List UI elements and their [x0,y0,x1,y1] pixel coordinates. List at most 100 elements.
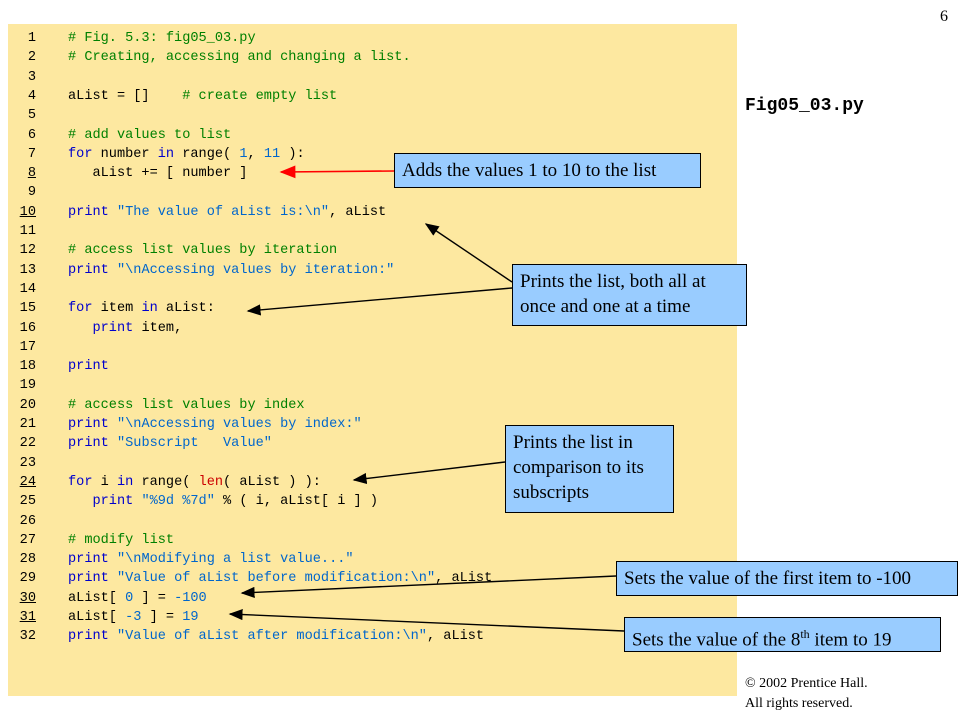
code-token: aList = [] [68,88,183,104]
code-token: print [68,571,109,587]
code-line: 27 # modify list [8,531,737,550]
code-text: aList = [] # create empty list [68,87,337,106]
code-text: aList += [ number ] [68,164,247,183]
code-line: 1# Fig. 5.3: fig05_03.py [8,29,737,48]
code-token: ( aList ) ): [223,474,321,490]
line-number: 22 [19,436,36,452]
code-token: "Value of aList before modification:\n" [116,571,436,587]
code-token: in [141,301,158,317]
line-number: 32 [19,629,36,645]
code-token: in [116,474,134,490]
code-token: item [92,301,142,317]
code-token: 1 [239,146,248,162]
code-line: 3 [8,68,737,87]
line-number: 16 [19,320,36,336]
code-text: print "The value of aList is:\n", aList [68,203,386,222]
code-token: print [68,552,109,568]
code-token: ] = [133,590,175,606]
code-token: print [92,494,134,510]
callout-prints-list: Prints the list, both all at once and on… [512,264,747,326]
code-line: 8 aList += [ number ] [8,164,737,183]
line-number: 31 [19,610,36,625]
code-text: print [68,357,109,376]
code-text: # Creating, accessing and changing a lis… [68,48,411,67]
code-line: 16 print item, [8,319,737,338]
code-text: print "Value of aList after modification… [68,627,484,646]
callout-sets-first: Sets the value of the first item to -100 [616,561,958,596]
code-token: # Fig. 5.3: fig05_03.py [68,31,256,46]
code-token: , aList [426,629,485,645]
code-text: print "\nAccessing values by iteration:" [68,261,394,280]
code-text: # Fig. 5.3: fig05_03.py [68,29,256,48]
line-number: 27 [19,532,36,548]
line-number: 26 [19,513,36,529]
code-token: aList[ [68,610,126,625]
slide-number: 6 [940,8,948,25]
line-number: 7 [27,146,36,162]
code-line: 18 print [8,357,737,376]
callout-sets-eighth-suffix: item to 19 [809,629,892,651]
code-token: aList: [157,301,215,317]
callout-sets-eighth-prefix: Sets the value of the 8 [632,629,801,651]
code-line: 5 [8,106,737,125]
arrow-to-line-8 [279,165,395,179]
copyright-line-2: All rights reserved. [745,696,853,711]
code-line: 20 # access list values by index [8,396,737,415]
code-line: 22 print "Subscript Value" [8,434,737,453]
filename-label: Fig05_03.py [745,96,864,116]
line-number: 23 [19,455,36,471]
code-token: "\nModifying a list value..." [116,552,354,568]
code-line: 23 [8,454,737,473]
code-token: # create empty list [182,88,338,104]
code-line: 32 print "Value of aList after modificati… [8,627,737,646]
code-line: 2 # Creating, accessing and changing a li… [8,48,737,67]
code-text: # modify list [68,531,174,550]
code-text: # access list values by index [68,396,305,415]
code-token: "%9d %7d" [141,494,215,510]
code-token: # Creating, accessing and changing a lis… [68,50,411,66]
code-token: "\nAccessing values by iteration:" [116,262,395,278]
line-number: 2 [27,50,36,66]
code-token: "Subscript Value" [116,436,272,452]
code-token: range( [174,146,240,162]
callout-sets-eighth-sup: th [800,627,810,641]
line-number: 18 [19,359,36,375]
code-token: i [92,474,117,490]
code-token: aList[ [68,590,126,606]
line-number: 20 [19,397,36,413]
code-token: % ( i, aList[ i ] ) [214,494,379,510]
line-number: 4 [27,88,36,104]
code-token: , [247,146,264,162]
code-line: 15 for item in aList: [8,299,737,318]
callout-adds-values: Adds the values 1 to 10 to the list [394,153,701,188]
code-token: "\nAccessing values by index:" [116,417,362,432]
code-token: in [157,146,175,162]
code-line: 26 [8,512,737,531]
line-number: 15 [19,301,36,317]
code-token: -100 [174,590,207,606]
line-number: 9 [27,185,36,201]
code-text: print item, [68,319,182,338]
code-text: print "Subscript Value" [68,434,272,453]
code-token: for [68,301,93,317]
code-token: number [92,146,158,162]
code-text: print "Value of aList before modificatio… [68,569,492,588]
line-number: 17 [19,339,36,355]
code-token: print [68,436,109,452]
code-token: ): [280,146,305,162]
code-line: 11 [8,222,737,241]
code-line: 29 print "Value of aList before modificat… [8,569,737,588]
line-number: 10 [19,204,36,220]
line-number: 11 [19,224,36,239]
code-text: # add values to list [68,126,231,145]
line-number: 30 [19,590,36,606]
line-number: 25 [19,494,36,510]
line-number: 29 [19,571,36,587]
code-token: print [68,204,109,220]
code-token: 19 [182,610,199,625]
code-token: for [68,474,93,490]
